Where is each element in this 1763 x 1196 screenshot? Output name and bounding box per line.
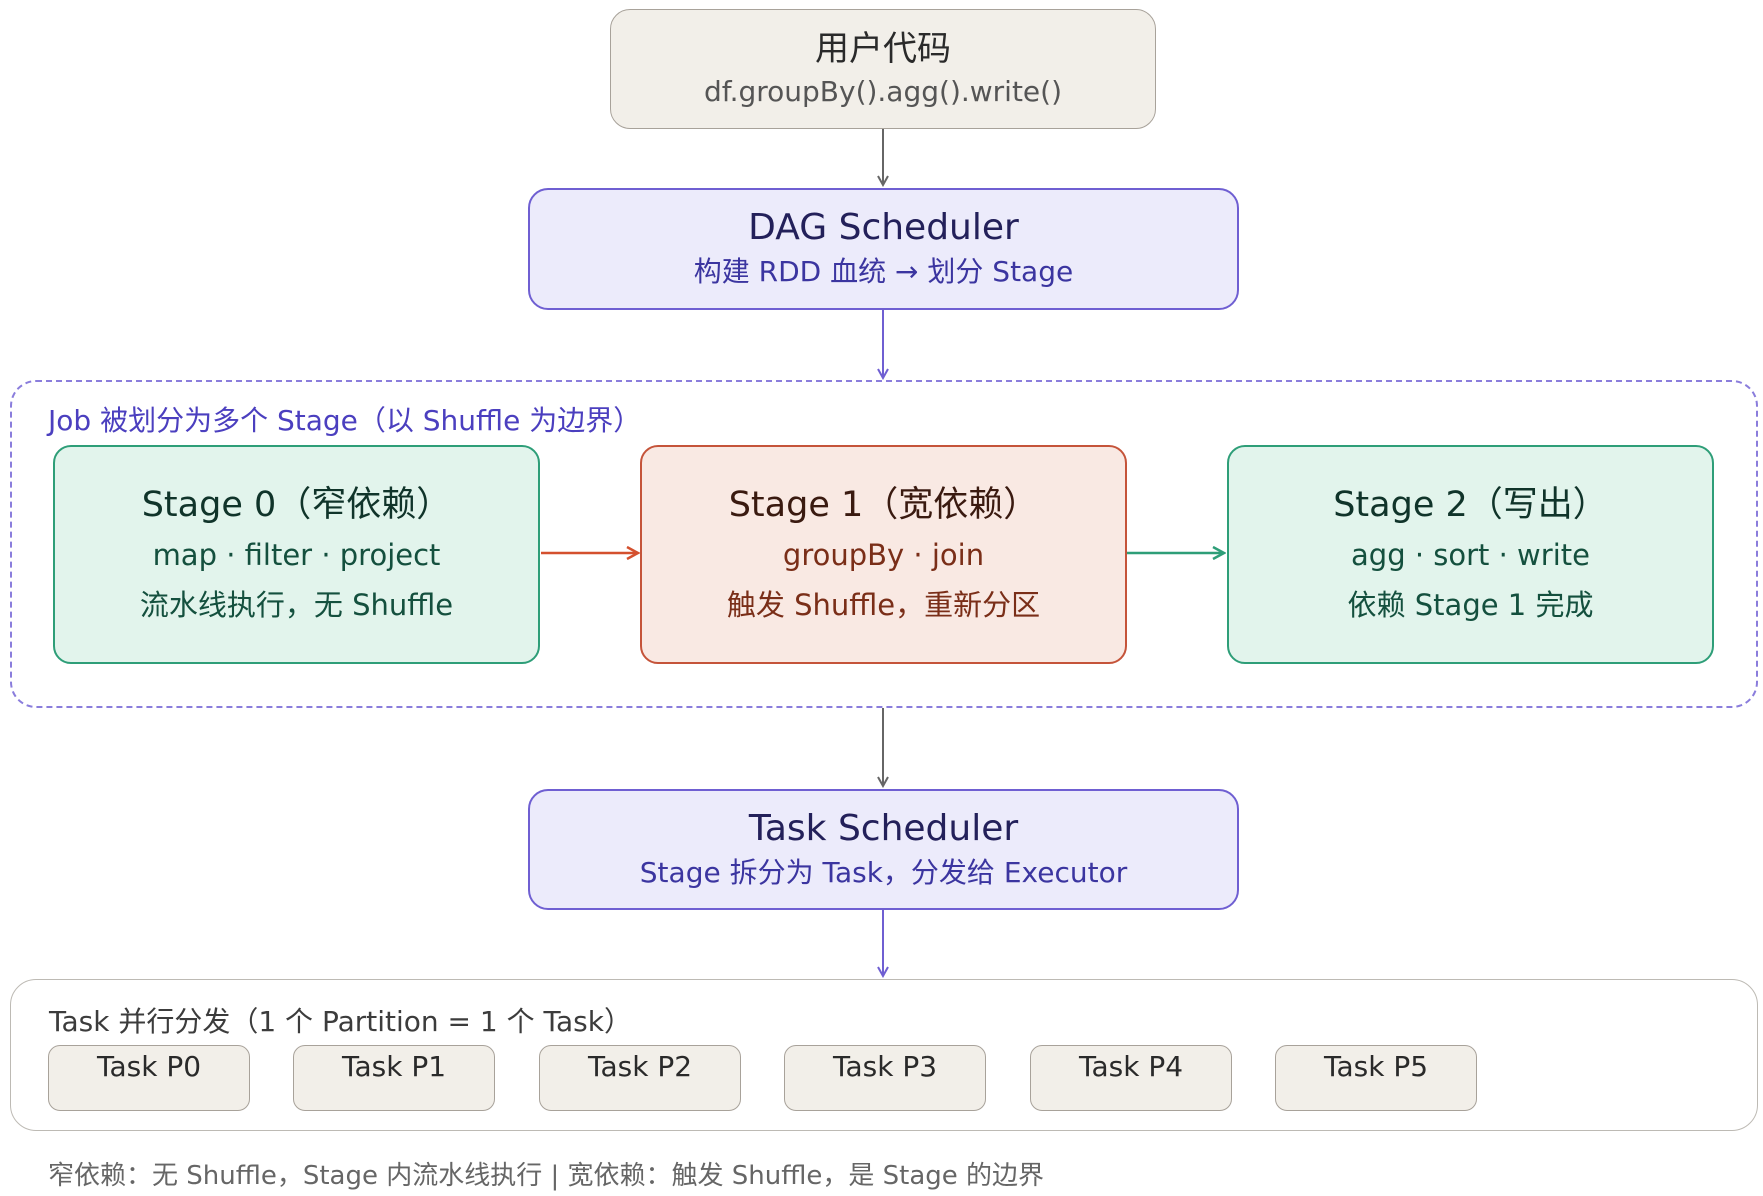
user-code-title: 用户代码 bbox=[815, 29, 951, 69]
task-scheduler-box: Task Scheduler Stage 拆分为 Task，分发给 Execut… bbox=[528, 789, 1239, 910]
task-p0-box: Task P0 bbox=[48, 1045, 250, 1111]
job-stage-group-label: Job 被划分为多个 Stage（以 Shuffle 为边界） bbox=[48, 404, 642, 437]
stage-1-box: Stage 1（宽依赖） groupBy · join 触发 Shuffle，重… bbox=[640, 445, 1127, 664]
stage-0-ops: map · filter · project bbox=[152, 537, 441, 572]
task-p2-box: Task P2 bbox=[539, 1045, 741, 1111]
stage-2-box: Stage 2（写出） agg · sort · write 依赖 Stage … bbox=[1227, 445, 1714, 664]
stage-2-title: Stage 2（写出） bbox=[1333, 484, 1608, 525]
task-p4-box: Task P4 bbox=[1030, 1045, 1232, 1111]
stage-0-title: Stage 0（窄依赖） bbox=[141, 484, 452, 525]
stage-1-title: Stage 1（宽依赖） bbox=[728, 484, 1039, 525]
job-stage-group bbox=[10, 380, 1758, 708]
dependency-footnote: 窄依赖：无 Shuffle，Stage 内流水线执行 | 宽依赖：触发 Shuf… bbox=[48, 1161, 1045, 1191]
stage-2-ops: agg · sort · write bbox=[1351, 537, 1590, 572]
task-scheduler-subtitle: Stage 拆分为 Task，分发给 Executor bbox=[639, 855, 1128, 889]
task-scheduler-title: Task Scheduler bbox=[748, 807, 1019, 849]
stage-2-note: 依赖 Stage 1 完成 bbox=[1347, 587, 1594, 622]
stage-0-note: 流水线执行，无 Shuffle bbox=[139, 587, 454, 622]
user-code-box: 用户代码 df.groupBy().agg().write() bbox=[610, 9, 1156, 129]
dag-scheduler-title: DAG Scheduler bbox=[748, 207, 1019, 248]
dag-scheduler-subtitle: 构建 RDD 血统 → 划分 Stage bbox=[693, 255, 1074, 288]
user-code-snippet: df.groupBy().agg().write() bbox=[703, 75, 1063, 108]
stage-1-note: 触发 Shuffle，重新分区 bbox=[726, 587, 1041, 622]
task-p5-box: Task P5 bbox=[1275, 1045, 1477, 1111]
stage-0-box: Stage 0（窄依赖） map · filter · project 流水线执… bbox=[53, 445, 540, 664]
task-p1-box: Task P1 bbox=[293, 1045, 495, 1111]
task-p3-box: Task P3 bbox=[784, 1045, 986, 1111]
dag-scheduler-box: DAG Scheduler 构建 RDD 血统 → 划分 Stage bbox=[528, 188, 1239, 310]
task-parallel-group-label: Task 并行分发（1 个 Partition = 1 个 Task） bbox=[49, 1005, 632, 1038]
stage-1-ops: groupBy · join bbox=[782, 537, 985, 572]
